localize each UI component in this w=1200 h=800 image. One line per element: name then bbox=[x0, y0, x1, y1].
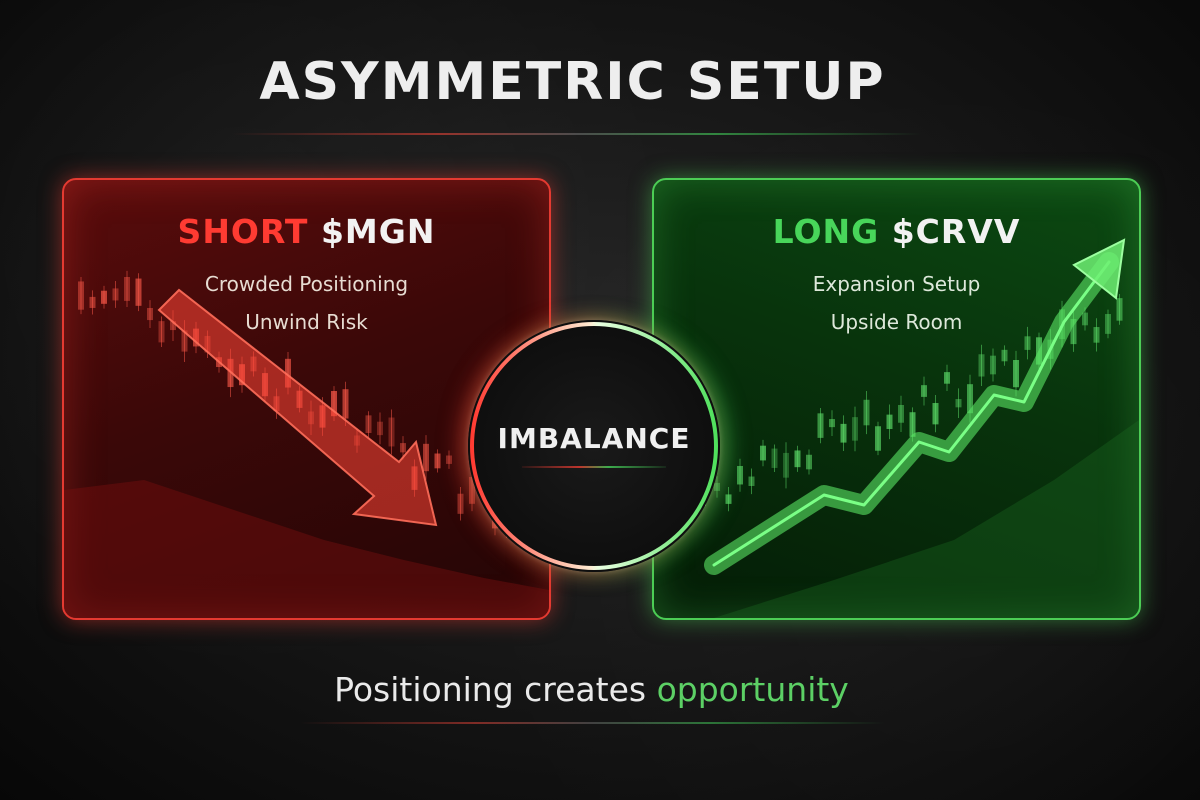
long-area-shade bbox=[714, 420, 1139, 618]
candle-body bbox=[909, 412, 916, 437]
candle-body bbox=[377, 421, 383, 436]
candle-body bbox=[101, 290, 107, 304]
candle-body bbox=[1105, 314, 1111, 334]
long-ticker: $CRVV bbox=[891, 212, 1021, 251]
candle-body bbox=[852, 417, 858, 441]
short-candlestick-chart bbox=[64, 270, 549, 618]
candle-body bbox=[794, 450, 801, 468]
candle-body bbox=[875, 426, 881, 451]
candle-body bbox=[817, 413, 824, 438]
candle-body bbox=[714, 482, 720, 491]
candle-body bbox=[285, 358, 291, 388]
candle-body bbox=[1070, 318, 1077, 345]
short-line1: Crowded Positioning bbox=[204, 272, 409, 296]
candle-body bbox=[932, 403, 939, 425]
imbalance-label: IMBALANCE bbox=[497, 422, 691, 455]
title-divider bbox=[232, 133, 922, 135]
candle-body bbox=[124, 276, 130, 301]
tagline-main: Positioning creates bbox=[334, 670, 657, 709]
imbalance-circle: IMBALANCE bbox=[468, 320, 720, 572]
short-line2: Unwind Risk bbox=[245, 310, 368, 334]
candle-body bbox=[886, 414, 893, 429]
candle-body bbox=[760, 445, 766, 461]
bottom-divider bbox=[300, 722, 885, 724]
candle-body bbox=[434, 453, 441, 469]
candle-body bbox=[863, 399, 870, 426]
candle-body bbox=[135, 278, 142, 306]
short-panel: SHORT $MGN Crowded Positioning Unwind Ri… bbox=[62, 178, 551, 620]
long-heading: LONG $CRVV bbox=[654, 212, 1139, 251]
candle-body bbox=[1024, 336, 1031, 350]
tagline: Positioning creates opportunity bbox=[0, 670, 1183, 709]
candle-body bbox=[1116, 298, 1123, 321]
candle-body bbox=[748, 476, 755, 486]
long-action: LONG bbox=[772, 212, 880, 251]
up-arrow-icon bbox=[704, 238, 1126, 575]
candle-body bbox=[388, 417, 395, 447]
candle-body bbox=[771, 448, 778, 468]
down-arrow-icon bbox=[157, 288, 438, 527]
candle-body bbox=[457, 493, 464, 514]
short-heading: SHORT $MGN bbox=[64, 212, 549, 251]
candle-body bbox=[423, 443, 429, 472]
tagline-highlight: opportunity bbox=[656, 670, 849, 709]
candle-body bbox=[737, 465, 743, 485]
candle-body bbox=[158, 321, 165, 343]
candle-body bbox=[944, 372, 950, 384]
short-area-shade bbox=[64, 480, 549, 618]
candle-body bbox=[1013, 359, 1019, 388]
candle-body bbox=[78, 281, 84, 310]
candle-body bbox=[170, 321, 176, 331]
short-action: SHORT bbox=[177, 212, 309, 251]
candle-body bbox=[840, 423, 847, 443]
long-line2: Upside Room bbox=[830, 310, 963, 334]
candle-body bbox=[365, 415, 372, 434]
candle-body bbox=[1001, 349, 1008, 362]
candle-body bbox=[181, 330, 188, 352]
candle-body bbox=[725, 494, 732, 504]
imbalance-divider bbox=[522, 466, 666, 468]
short-ticker: $MGN bbox=[320, 212, 436, 251]
candle-body bbox=[967, 384, 973, 414]
long-panel: LONG $CRVV Expansion Setup Upside Room bbox=[652, 178, 1141, 620]
candle-body bbox=[978, 354, 985, 377]
long-candlestick-chart bbox=[668, 238, 1139, 618]
candle-body bbox=[112, 288, 119, 301]
candle-body bbox=[147, 307, 153, 321]
candle-body bbox=[469, 476, 475, 504]
circle-ring bbox=[470, 322, 718, 570]
page-title: ASYMMETRIC SETUP bbox=[259, 52, 886, 112]
candle-body bbox=[990, 355, 996, 375]
candle-body bbox=[1093, 327, 1100, 343]
candle-body bbox=[829, 419, 835, 428]
candle-body bbox=[898, 404, 904, 423]
candle-body bbox=[446, 455, 452, 464]
long-line1: Expansion Setup bbox=[812, 272, 981, 296]
candle-body bbox=[1082, 312, 1088, 326]
candle-body bbox=[921, 385, 927, 397]
candle-body bbox=[331, 391, 337, 417]
candle-body bbox=[783, 452, 789, 478]
candle-body bbox=[400, 443, 406, 453]
candle-body bbox=[806, 454, 812, 470]
candle-body bbox=[89, 296, 96, 308]
candle-body bbox=[955, 399, 962, 408]
candle-body bbox=[342, 389, 349, 419]
